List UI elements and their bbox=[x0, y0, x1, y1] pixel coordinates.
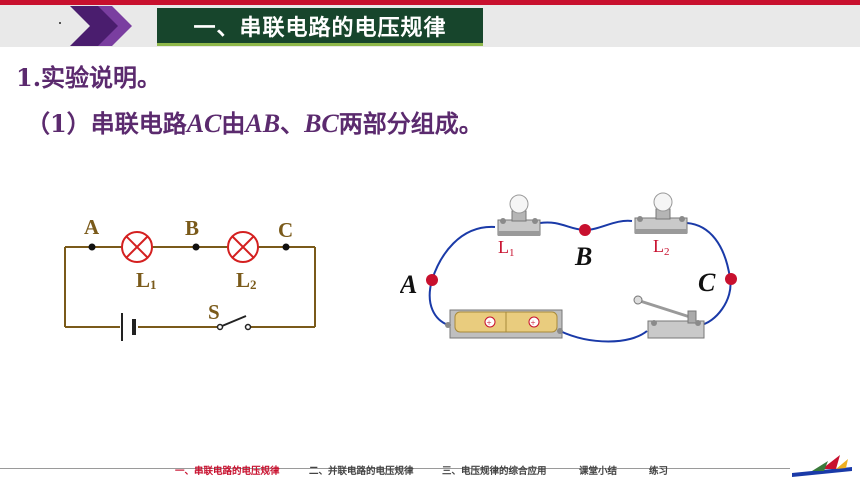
footer-divider bbox=[0, 468, 790, 469]
nav-series-voltage[interactable]: 一、串联电路的电压规律 bbox=[175, 466, 280, 477]
real-label-l1: L1 bbox=[498, 237, 515, 259]
top-red-bar bbox=[0, 0, 860, 5]
lamp2-holder-icon bbox=[634, 192, 688, 234]
nav-practice[interactable]: 练习 bbox=[649, 466, 669, 477]
chevron-arrows-icon bbox=[70, 6, 132, 46]
schematic-label-s: S bbox=[208, 300, 220, 324]
lamp2-icon bbox=[227, 231, 259, 263]
header-dot bbox=[59, 22, 61, 24]
schematic-label-l1: L1 bbox=[136, 268, 157, 292]
switch-icon bbox=[216, 315, 252, 331]
svg-text:+: + bbox=[487, 318, 492, 328]
schematic-diagram: A B C L1 L2 S bbox=[64, 215, 316, 341]
heading-experiment: 1.实验说明。 bbox=[16, 63, 162, 92]
nav-voltage-application[interactable]: 三、电压规律的综合应用 bbox=[442, 466, 547, 477]
schematic-label-c: C bbox=[278, 218, 293, 242]
real-junction-c bbox=[725, 273, 737, 285]
real-circuit-picture: + + A B C L1 L2 bbox=[400, 192, 737, 343]
real-junction-b bbox=[579, 224, 591, 236]
schematic-label-b: B bbox=[185, 216, 199, 240]
corner-logo-icon bbox=[792, 455, 852, 477]
nav-parallel-voltage[interactable]: 二、并联电路的电压规律 bbox=[309, 466, 414, 477]
schematic-label-a: A bbox=[84, 215, 100, 239]
section-title-text: 一、串联电路的电压规律 bbox=[193, 15, 447, 41]
lamp1-icon bbox=[121, 231, 153, 263]
real-label-l2: L2 bbox=[653, 236, 670, 258]
battery-box-icon: + + bbox=[445, 309, 563, 339]
nav-summary[interactable]: 课堂小结 bbox=[579, 466, 618, 477]
battery-icon bbox=[121, 313, 136, 341]
real-label-a: A bbox=[400, 270, 417, 299]
real-label-b: B bbox=[574, 242, 592, 271]
real-label-c: C bbox=[698, 268, 716, 297]
schematic-label-l2: L2 bbox=[236, 268, 257, 292]
knife-switch-icon bbox=[633, 295, 705, 339]
lamp1-holder-icon bbox=[497, 194, 541, 236]
junction-a bbox=[88, 243, 96, 251]
real-junction-a bbox=[426, 274, 438, 286]
junction-c bbox=[282, 243, 290, 251]
section-title: 一、串联电路的电压规律 bbox=[157, 8, 483, 46]
svg-text:+: + bbox=[531, 318, 536, 328]
junction-b bbox=[192, 243, 200, 251]
experiment-description: （1）串联电路AC由AB、BC两部分组成。 bbox=[26, 109, 483, 138]
